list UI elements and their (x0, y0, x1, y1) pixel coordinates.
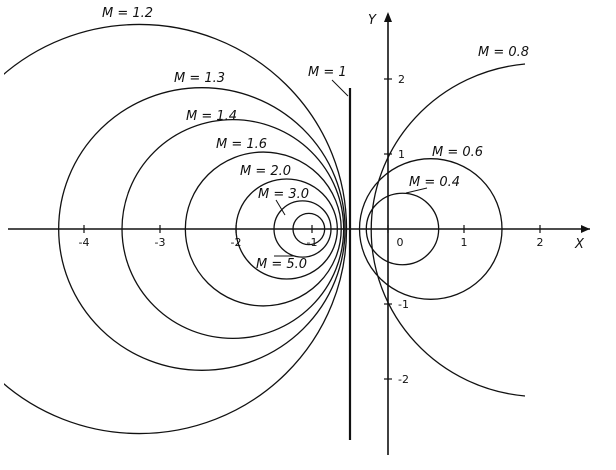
y-tick-label: -2 (398, 373, 409, 386)
label-leader-line (275, 199, 286, 216)
x-tick-label: -3 (155, 236, 166, 249)
axes: X Y -4 -3 -2 -1 0 1 2 2 1 -1 -2 (8, 12, 590, 455)
x-tick-label: 1 (461, 236, 468, 249)
x-tick-label: -1 (307, 236, 318, 249)
m-circle-2 (235, 178, 338, 280)
x-axis-name: X (574, 237, 585, 252)
y-tick-label: 1 (398, 148, 405, 161)
label-m-5: M = 5.0 (256, 257, 307, 272)
m-circle-1-2 (0, 23, 348, 435)
y-axis-arrow-icon (384, 12, 392, 22)
page-edge (0, 0, 4, 465)
x-tick-label: -2 (231, 236, 242, 249)
m-circle-3 (273, 200, 332, 258)
label-m-1-4: M = 1.4 (186, 109, 237, 124)
label-m-1-3: M = 1.3 (174, 71, 225, 86)
label-m-1-2: M = 1.2 (102, 6, 153, 21)
label-m-0-8: M = 0.8 (478, 45, 529, 60)
m-circle-1-3 (58, 87, 346, 371)
m-circle-0-8 (370, 63, 526, 397)
y-axis-name: Y (368, 13, 377, 28)
x-axis-arrow-icon (581, 225, 590, 233)
label-leader-line (405, 187, 428, 194)
m-circle-1-4 (121, 118, 345, 340)
x-tick-label: 0 (397, 236, 404, 249)
label-m-1-6: M = 1.6 (216, 137, 267, 152)
y-tick-label: -1 (398, 298, 409, 311)
label-m-1: M = 1 (308, 65, 347, 80)
x-tick-label: 2 (537, 236, 544, 249)
label-m-0-6: M = 0.6 (432, 145, 483, 160)
label-m-0-4: M = 0.4 (409, 175, 460, 190)
m-circle-0-6 (358, 158, 503, 300)
label-m-2: M = 2.0 (240, 164, 291, 179)
curve-labels: M = 5.0 M = 3.0 M = 2.0 M = 1.6 M = 1.4 M = 1… (102, 6, 529, 272)
m-circle-5 (292, 212, 326, 246)
label-m-3: M = 3.0 (258, 187, 309, 202)
m-circle-0-4 (365, 192, 440, 266)
y-tick-label: 2 (398, 73, 405, 86)
x-tick-label: -4 (79, 236, 90, 249)
m-circle-1-6 (184, 151, 342, 307)
m-circle-curves (0, 0, 526, 465)
label-leader-line (331, 79, 349, 97)
